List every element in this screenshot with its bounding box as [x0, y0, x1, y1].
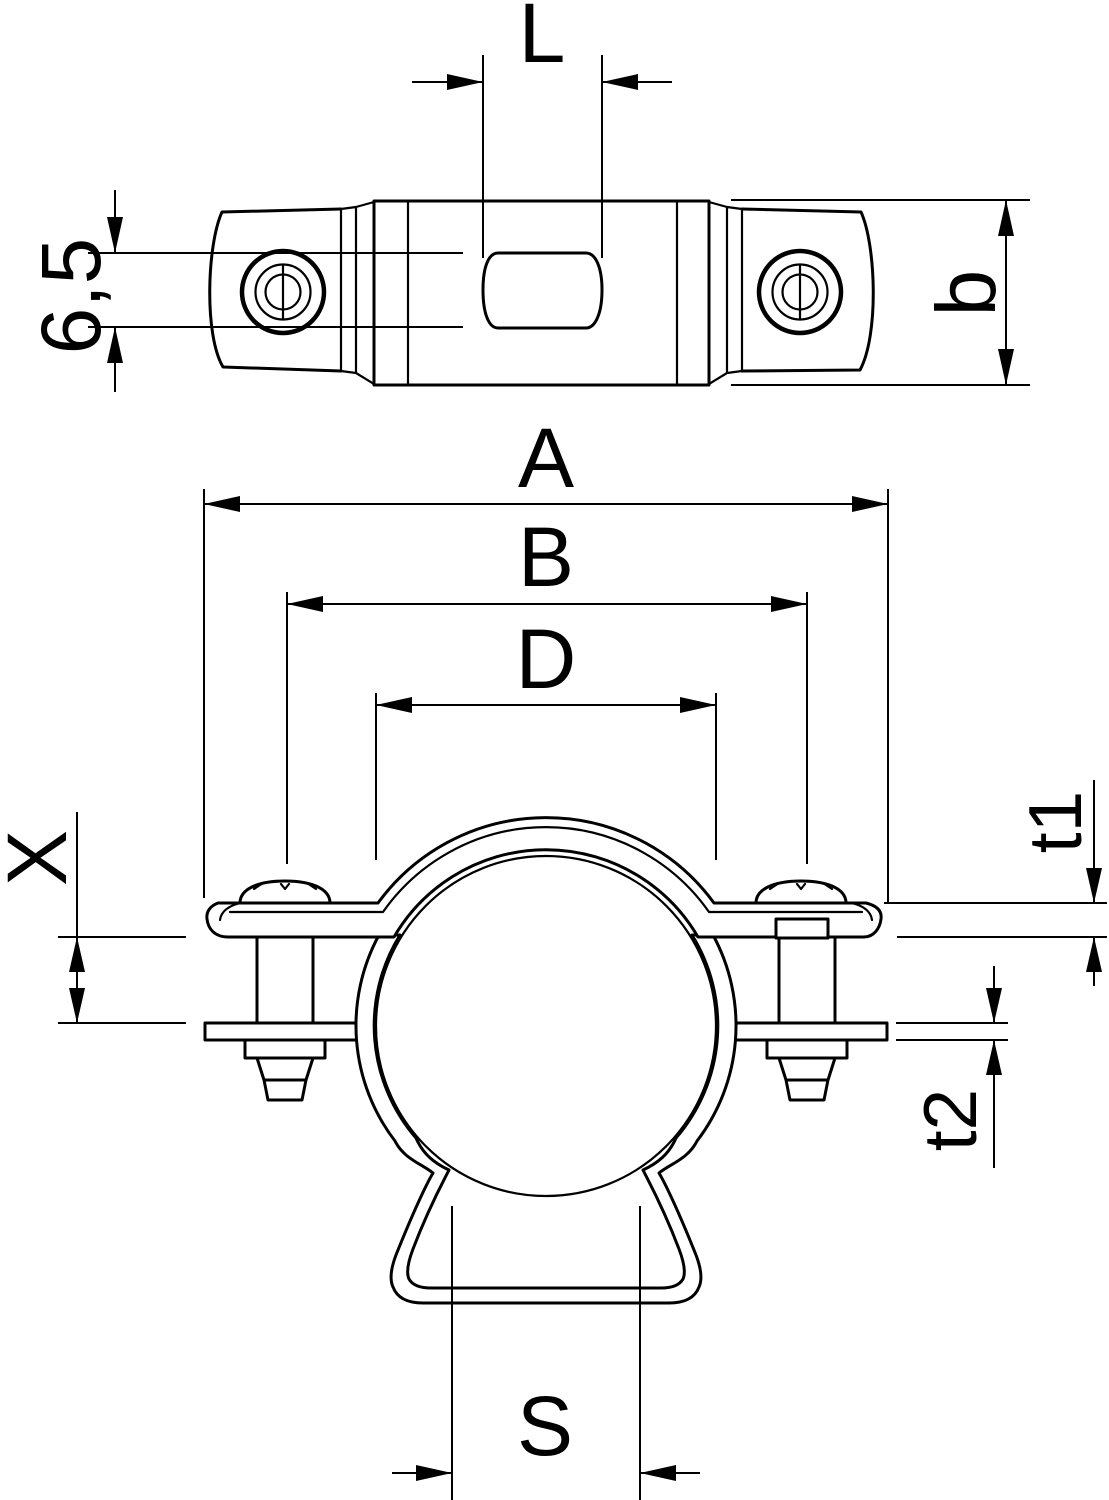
screw-head-right: [754, 879, 848, 905]
screw-shaft-left: [255, 935, 315, 1025]
dimension-t2: t2: [896, 966, 1008, 1168]
dimension-6-5: 6,5: [24, 190, 463, 392]
screw-hole-right: [756, 248, 844, 336]
center-slot: [481, 251, 604, 330]
dimension-X: X: [0, 812, 186, 1024]
saddle-edge-line: [228, 826, 864, 914]
screw-collar-left: [243, 1038, 327, 1060]
flange-curl-left: [218, 901, 242, 922]
end-cap-right: [740, 207, 875, 373]
dim-label-S: S: [517, 1379, 573, 1473]
dim-label-t1: t1: [1013, 791, 1097, 854]
dimension-t1: t1: [884, 780, 1107, 986]
base-skirt: [354, 933, 738, 1305]
central-band-folds: [406, 199, 679, 387]
dim-label-L: L: [519, 0, 566, 80]
pipe-circle: [374, 854, 718, 1198]
screw-tip-left: [255, 1056, 315, 1102]
screw-shaft-right: [777, 935, 837, 1025]
dimension-L: L: [412, 0, 672, 258]
fold-band-right: [707, 200, 744, 386]
dim-label-X: X: [0, 830, 84, 886]
wall-plate-right: [722, 1021, 889, 1042]
dimension-b: b: [731, 199, 1030, 386]
dimension-D: D: [375, 612, 717, 860]
dim-label-B: B: [518, 510, 574, 604]
dim-label-b: b: [919, 270, 1013, 317]
screw-hole-left: [239, 248, 327, 336]
dimension-B: B: [286, 510, 808, 864]
dim-label-t2: t2: [908, 1089, 992, 1152]
central-band: [372, 199, 711, 387]
screw-head-left: [238, 879, 332, 905]
dimension-S: S: [392, 1206, 700, 1500]
screw-tip-right: [777, 1056, 837, 1102]
flange-curl-right: [850, 901, 874, 922]
wall-plate-left: [203, 1021, 370, 1042]
dimension-A: A: [203, 411, 889, 903]
square-nut-right: [774, 917, 830, 940]
dim-label-D: D: [516, 612, 577, 706]
top-view: [208, 199, 875, 387]
dim-label-6-5: 6,5: [24, 238, 118, 355]
fold-band-left: [339, 200, 376, 386]
dim-label-A: A: [518, 411, 574, 505]
front-view: [203, 816, 889, 1305]
screw-collar-right: [765, 1038, 849, 1060]
end-cap-left: [208, 207, 343, 373]
